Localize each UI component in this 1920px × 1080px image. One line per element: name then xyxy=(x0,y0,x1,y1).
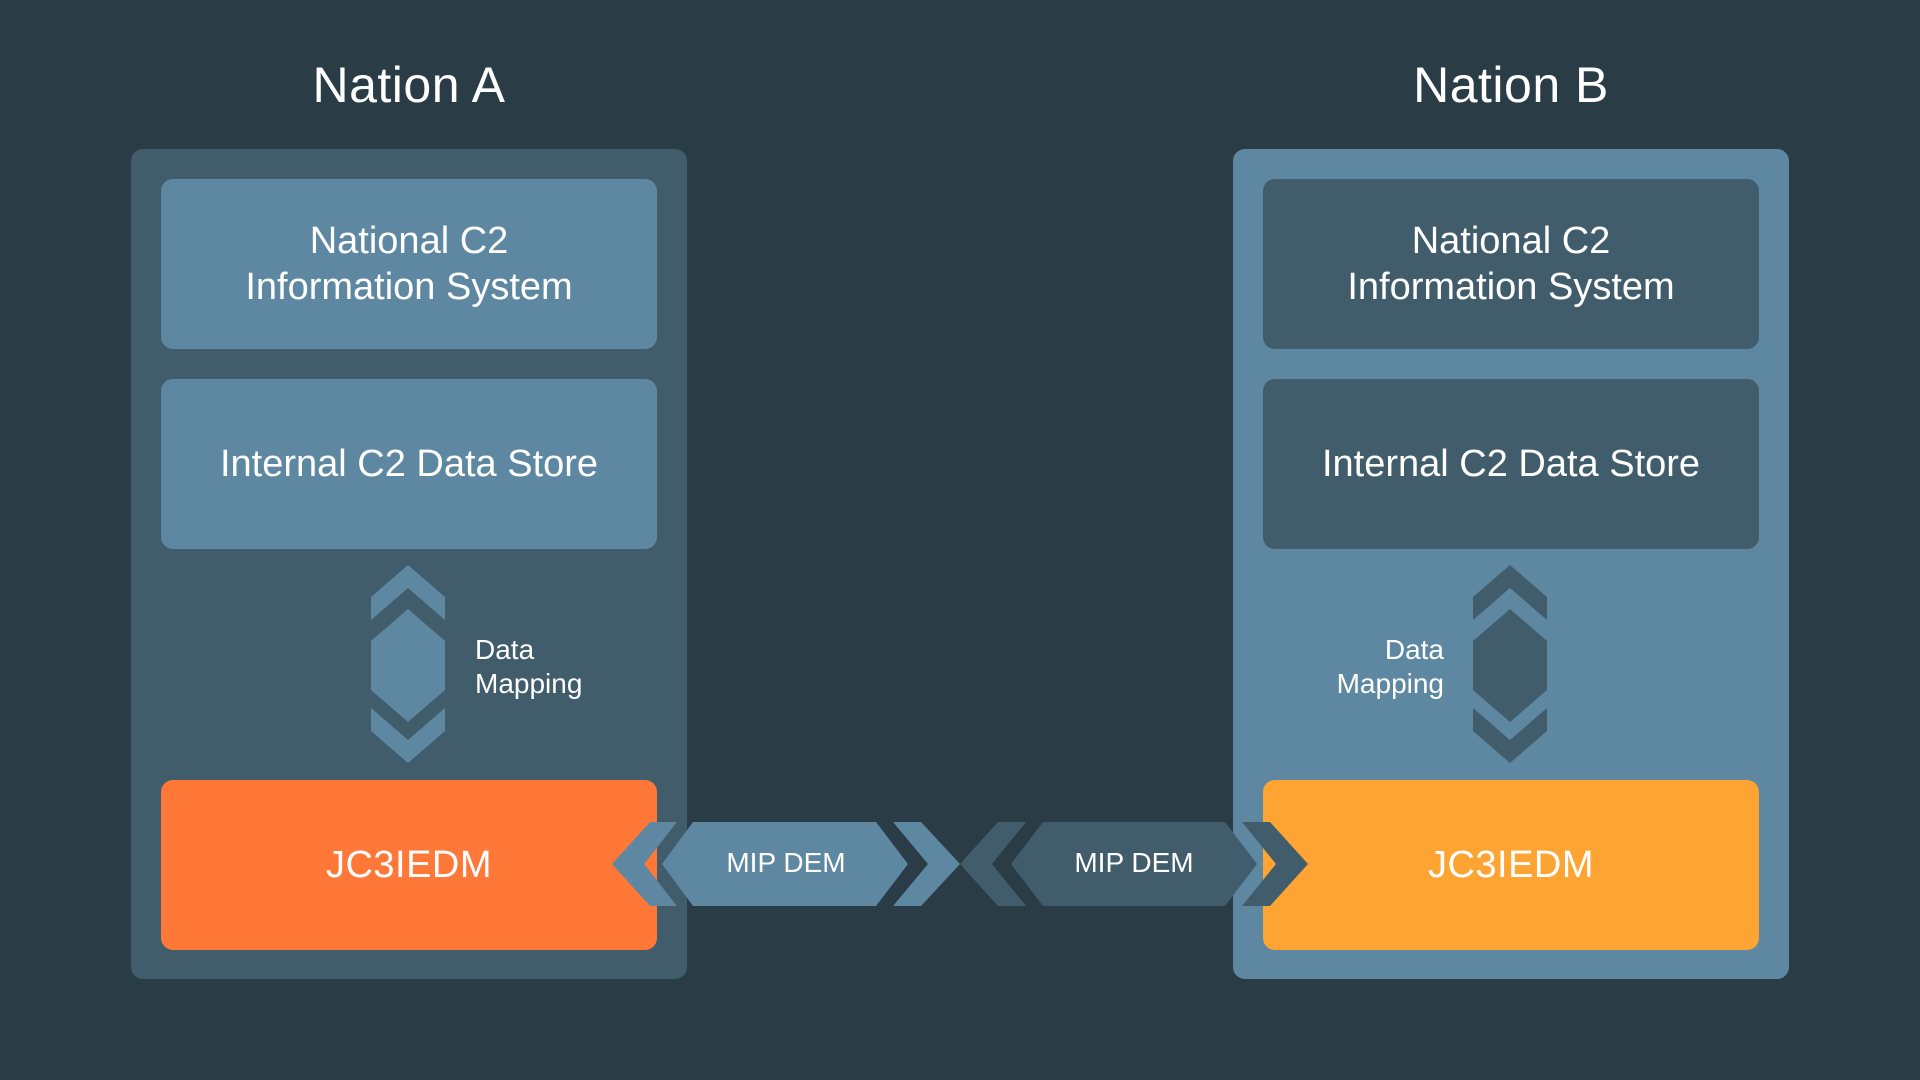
nation-a-info-system-line-1: National C2 xyxy=(309,220,509,262)
nation-b-mapping-line-1: Data xyxy=(1384,634,1444,665)
nation-b-mapping-line-2: Mapping xyxy=(1336,668,1444,699)
nation-b-jc3iedm-label: JC3IEDM xyxy=(1427,844,1595,886)
nation-b-info-system-line-2: Information System xyxy=(1347,266,1675,308)
nation-a-mapping-line-1: Data xyxy=(475,634,535,665)
nation-b-mapping-label: Data Mapping xyxy=(1337,633,1444,701)
nation-a-mapping-chevron-up-icon xyxy=(371,565,445,620)
nation-b-jc3iedm-box: JC3IEDM xyxy=(1263,780,1759,950)
mip-dem-right-label: MIP DEM xyxy=(1074,847,1194,878)
mip-dem-left-chevron-out-icon xyxy=(893,822,960,906)
mip-dem-left-hexagon-icon xyxy=(662,822,908,906)
nation-a-info-system-line-2: Information System xyxy=(245,266,573,308)
nation-a-mapping-line-2: Mapping xyxy=(475,668,583,699)
mip-dem-right-chevron-in-icon xyxy=(960,822,1026,906)
nation-a-mapping-arrow-icon xyxy=(371,565,445,763)
nation-b-mapping-hexagon-icon xyxy=(1473,609,1547,722)
nation-a-mapping-hexagon-icon xyxy=(371,609,445,722)
nation-a-data-store-box: Internal C2 Data Store xyxy=(161,379,657,549)
mip-dem-left-chevron-in-icon xyxy=(612,822,677,906)
nation-a-jc3iedm-label: JC3IEDM xyxy=(325,844,493,886)
nation-a-mapping-chevron-down-icon xyxy=(371,708,445,763)
nation-b-title: Nation B xyxy=(1413,57,1609,113)
mip-dem-right-chevron-out-icon xyxy=(1242,822,1308,906)
nation-a-data-store-label: Internal C2 Data Store xyxy=(219,443,599,485)
nation-a-title: Nation A xyxy=(312,57,506,113)
nation-b-panel: National C2 Information System Internal … xyxy=(1233,149,1789,979)
mip-dem-right-arrow-icon xyxy=(960,822,1308,906)
nation-a-mapping-label: Data Mapping xyxy=(475,633,582,701)
nation-b-mapping-chevron-down-icon xyxy=(1473,708,1547,763)
nation-a-jc3iedm-box: JC3IEDM xyxy=(161,780,657,950)
nation-b-info-system-line-1: National C2 xyxy=(1411,220,1611,262)
nation-b-info-system-box: National C2 Information System xyxy=(1263,179,1759,349)
mip-dem-left-label: MIP DEM xyxy=(726,847,846,878)
mip-dem-right-hexagon-icon xyxy=(1011,822,1257,906)
nation-b-data-store-label: Internal C2 Data Store xyxy=(1321,443,1701,485)
nation-b-mapping-chevron-up-icon xyxy=(1473,565,1547,620)
nation-a-panel: National C2 Information System Internal … xyxy=(131,149,687,979)
mip-dem-left-arrow-icon xyxy=(612,822,960,906)
nation-b-mapping-arrow-icon xyxy=(1473,565,1547,763)
nation-b-data-store-box: Internal C2 Data Store xyxy=(1263,379,1759,549)
nation-a-info-system-box: National C2 Information System xyxy=(161,179,657,349)
